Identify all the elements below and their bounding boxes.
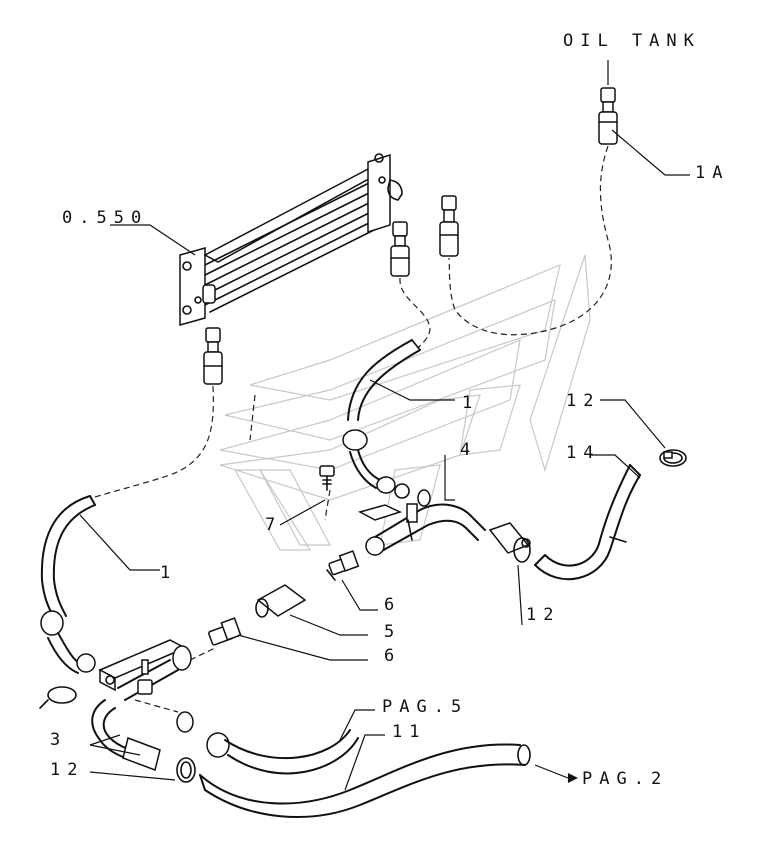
background-watermark-logo (219, 254, 591, 551)
label-1a: 1A (695, 163, 729, 183)
bolt-7 (319, 465, 335, 491)
oil-cooler (179, 153, 403, 326)
label-7: 7 (265, 515, 282, 535)
callout-labels: OIL TANK 1A 0.550 1 12 14 4 7 1 6 12 5 6… (50, 31, 729, 789)
bracket (357, 504, 403, 521)
label-6-upper: 6 (384, 595, 401, 615)
sleeve-5 (255, 584, 307, 618)
label-4: 4 (460, 440, 477, 460)
clamp-12-mid (488, 522, 531, 563)
label-12-mid: 12 (526, 605, 560, 625)
fitting-top-right (598, 87, 618, 145)
hose-14 (534, 464, 641, 581)
tee-fitting-4 (365, 489, 486, 556)
hose-3 (91, 699, 161, 771)
label-5: 5 (384, 622, 401, 642)
label-12-top: 12 (566, 391, 600, 411)
label-12-bottom: 12 (50, 760, 84, 780)
fitting-cooler-bottom (203, 327, 223, 385)
label-6-lower: 6 (384, 646, 401, 666)
label-1-upper: 1 (462, 393, 479, 413)
label-oil-tank: OIL TANK (563, 31, 701, 51)
adapter-6-upper (326, 550, 360, 581)
label-pag2: PAG.2 (582, 769, 668, 789)
hose-1-lower (40, 495, 96, 674)
o-ring (39, 686, 77, 709)
label-11: 11 (392, 722, 426, 742)
clamp-12-top (659, 449, 687, 467)
adapter-6-lower (208, 617, 242, 646)
label-1-lower: 1 (160, 563, 177, 583)
dashed-connections (91, 145, 612, 713)
label-14: 14 (566, 443, 600, 463)
hose-1-upper (342, 339, 421, 499)
leader-lines (79, 60, 690, 791)
clamp-12-bottom (176, 757, 196, 783)
label-3: 3 (50, 730, 67, 750)
hose-11 (199, 743, 531, 818)
label-0550: 0.550 (62, 208, 148, 228)
label-pag5: PAG.5 (382, 697, 468, 717)
fitting-cooler-right-a (390, 221, 410, 277)
fitting-cooler-right-b (439, 195, 459, 257)
hose-pag5 (176, 711, 359, 775)
manifold-block (98, 639, 192, 701)
